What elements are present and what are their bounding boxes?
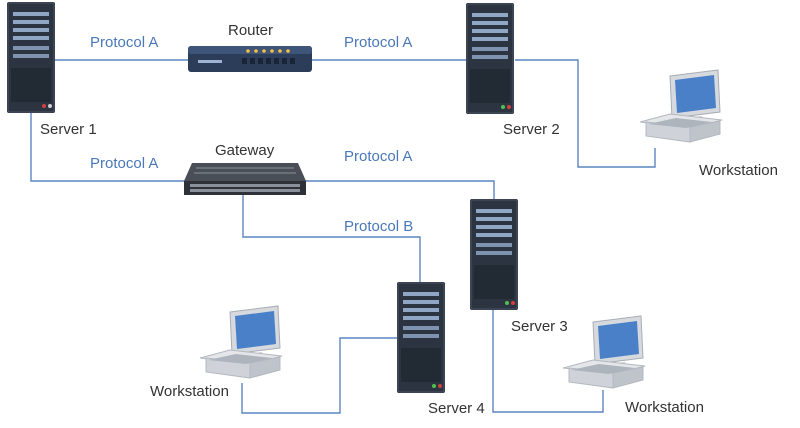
server-2-label: Server 2	[503, 121, 560, 138]
server-1[interactable]	[7, 2, 55, 113]
server-4[interactable]	[397, 282, 445, 393]
gateway-label: Gateway	[215, 142, 275, 159]
workstation-icon	[639, 69, 723, 143]
link-gateway-server3	[305, 180, 495, 200]
link-gateway-server4	[242, 195, 421, 283]
server-3-label: Server 3	[511, 318, 568, 335]
workstation-3[interactable]	[562, 315, 646, 389]
gateway[interactable]	[184, 163, 306, 195]
workstation-3-label: Workstation	[625, 399, 704, 416]
workstation-icon	[562, 315, 646, 389]
server-2[interactable]	[466, 3, 514, 114]
workstation-1[interactable]	[639, 69, 723, 143]
router-icon	[188, 46, 312, 72]
protocol-label-router-server2: Protocol A	[344, 34, 412, 51]
server-tower-icon	[466, 3, 514, 114]
protocol-label-gateway-server3: Protocol A	[344, 148, 412, 165]
server-tower-icon	[7, 2, 55, 113]
protocol-labels: Protocol A Protocol A Protocol A Protoco…	[90, 34, 413, 235]
protocol-label-server1-router: Protocol A	[90, 34, 158, 51]
server-tower-icon	[397, 282, 445, 393]
protocol-label-gateway-server4: Protocol B	[344, 218, 413, 235]
workstation-1-label: Workstation	[699, 162, 778, 179]
network-switch-icon	[184, 163, 306, 195]
server-1-label: Server 1	[40, 121, 97, 138]
workstation-2[interactable]	[199, 305, 283, 379]
connections	[30, 59, 656, 414]
server-4-label: Server 4	[428, 400, 485, 417]
protocol-label-server1-gateway: Protocol A	[90, 155, 158, 172]
router[interactable]	[188, 46, 312, 72]
link-server4-workstation	[241, 337, 397, 414]
link-server3-workstation	[492, 308, 604, 413]
router-label: Router	[228, 22, 273, 39]
link-server1-gateway	[30, 113, 186, 182]
server-tower-icon	[470, 199, 518, 310]
link-server2-workstation	[515, 59, 656, 168]
workstation-2-label: Workstation	[150, 383, 229, 400]
server-3[interactable]	[470, 199, 518, 310]
workstation-icon	[199, 305, 283, 379]
